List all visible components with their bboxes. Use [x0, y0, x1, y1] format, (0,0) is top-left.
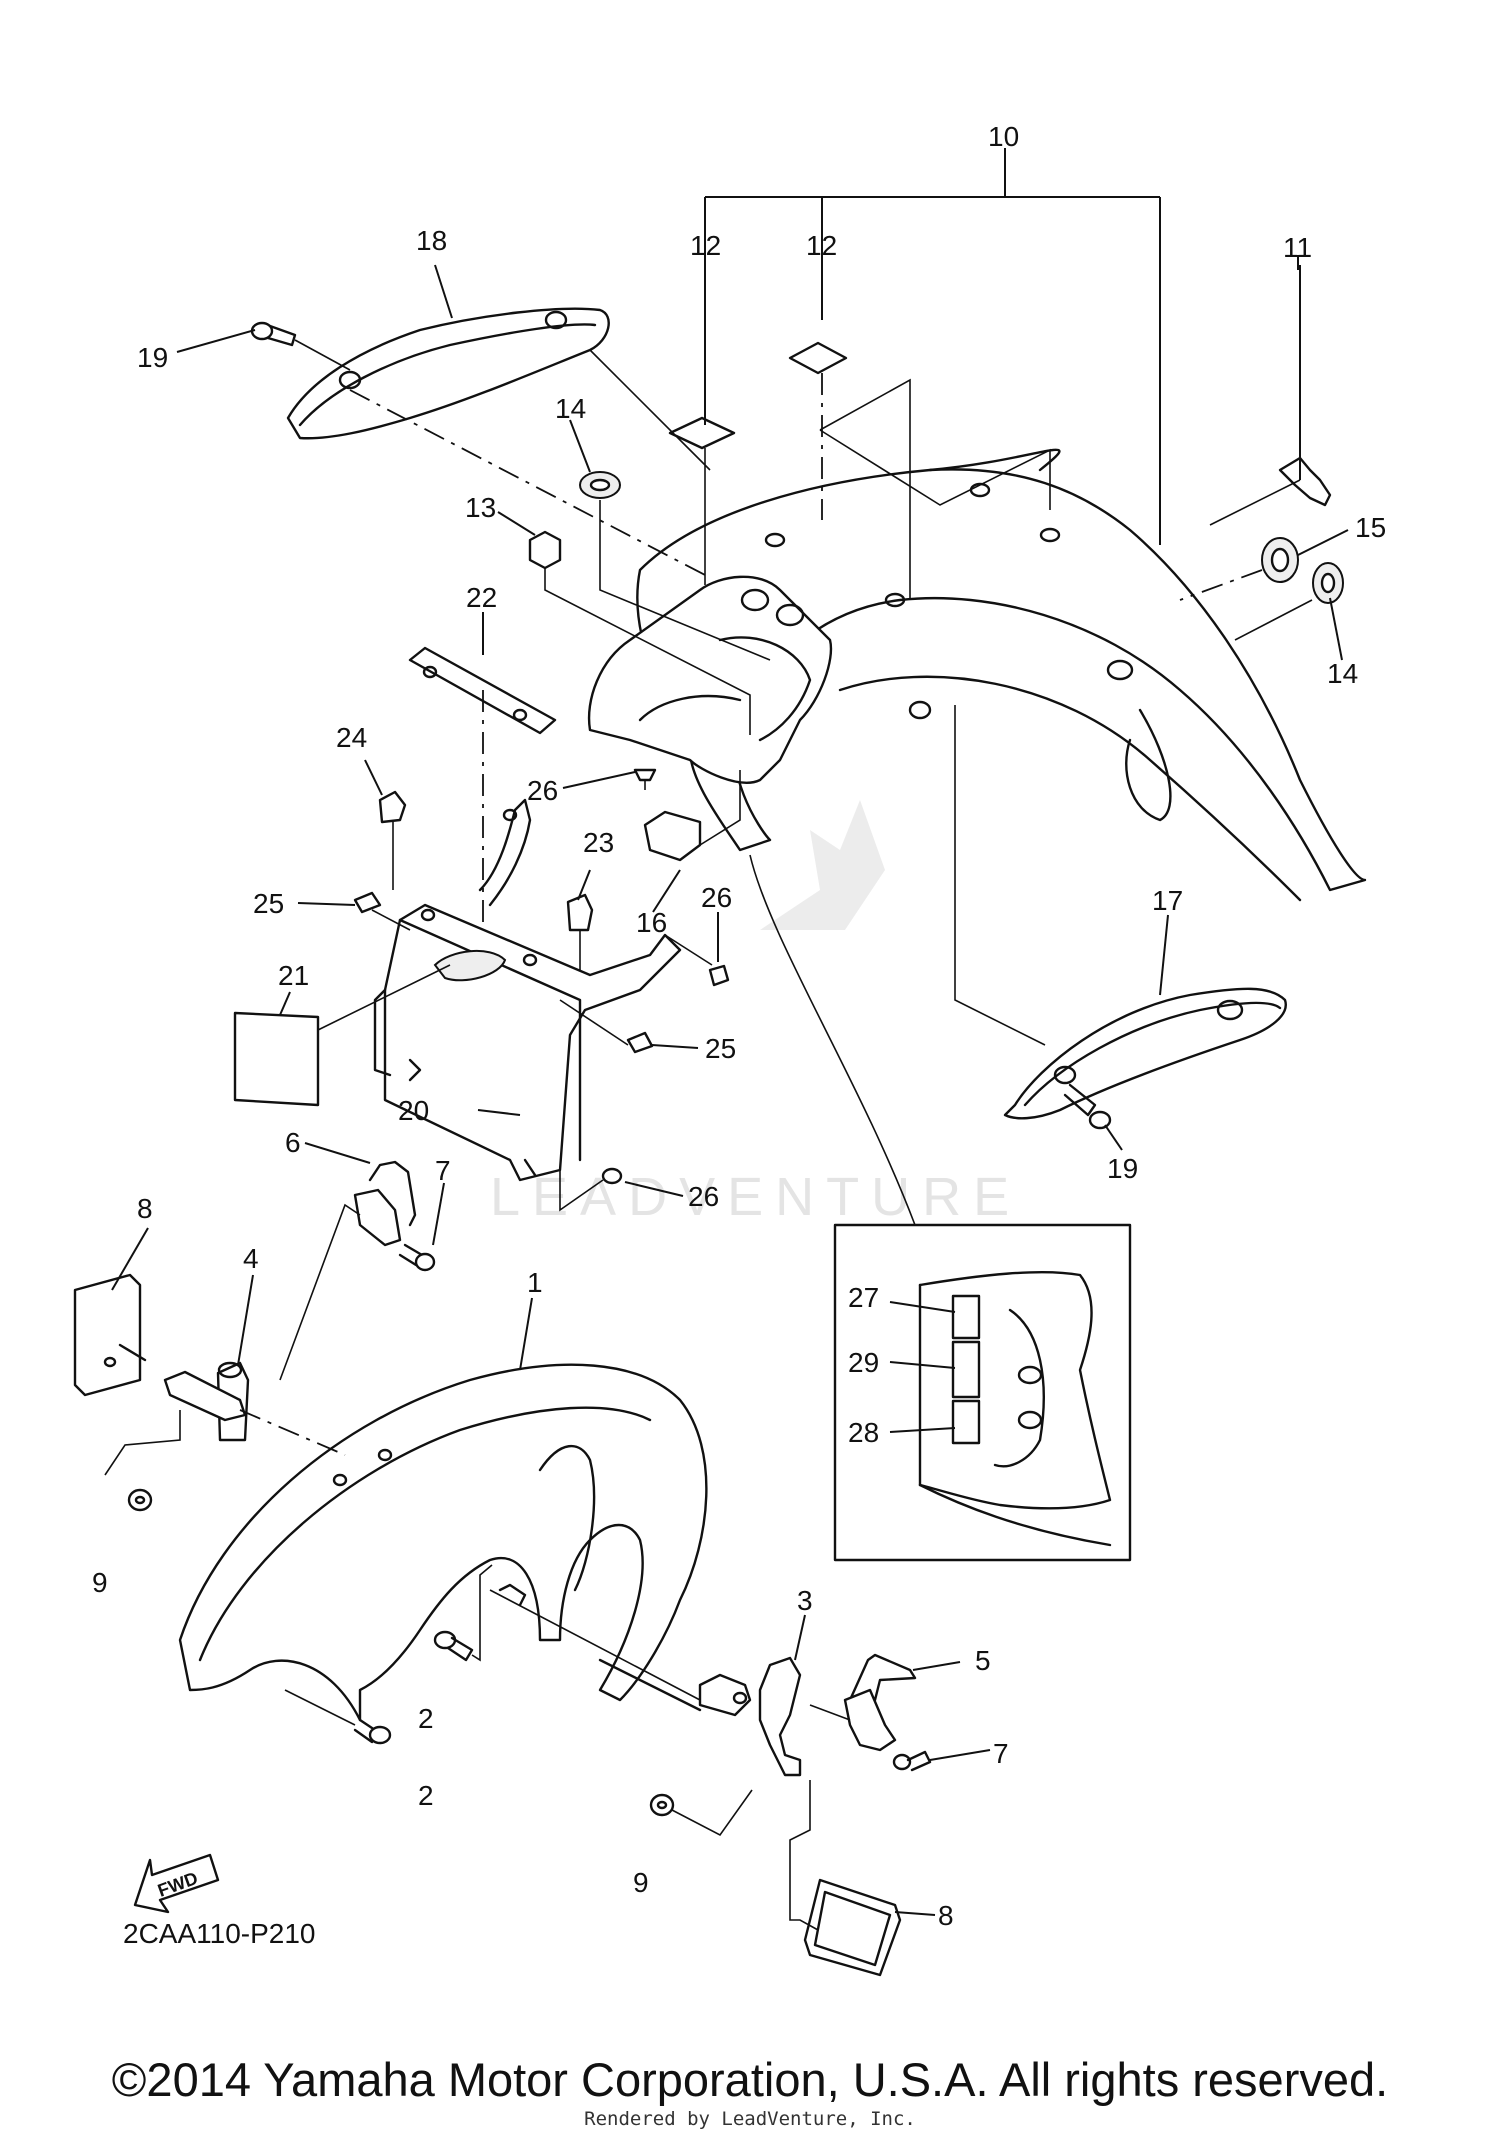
- watermark-text: LEADVENTURE: [490, 1167, 1021, 1227]
- bracket-3: [489, 1589, 802, 1777]
- fwd-arrow-icon: FWD: [133, 1853, 220, 1914]
- connector-13: [528, 530, 751, 735]
- wire-clip: [1209, 456, 1332, 526]
- copyright-notice: ©2014 Yamaha Motor Corporation, U.S.A. A…: [111, 2053, 1389, 2106]
- tab-23: [566, 893, 594, 990]
- callout-24: 24: [336, 722, 367, 753]
- license-bracket-20: [373, 798, 682, 1182]
- callout-23: 23: [583, 827, 614, 858]
- callout-4: 4: [243, 1243, 259, 1274]
- callout-6: 6: [285, 1127, 301, 1158]
- grommet-14-right: [1234, 562, 1344, 641]
- callout-17: 17: [1152, 885, 1183, 916]
- side-cover-18: [286, 307, 711, 576]
- callout-14-right: 14: [1327, 658, 1358, 689]
- decal-12: [668, 341, 1051, 600]
- screw-26-b: [664, 934, 730, 987]
- pad-16: [643, 770, 741, 862]
- callout-20: 20: [398, 1095, 429, 1126]
- detail-lead: [749, 854, 916, 1226]
- screw-26-a: [633, 768, 657, 790]
- nut-9-left: [127, 1488, 153, 1512]
- callout-26-c: 26: [688, 1181, 719, 1212]
- callout-11: 11: [1283, 232, 1312, 263]
- detail-box: [833, 1223, 1132, 1562]
- callout-13: 13: [465, 492, 496, 523]
- bolt-2-lower: [284, 1689, 392, 1745]
- callout-labels: 10 12 12 11 18 19 14 15 14 13 22 24 26 2…: [92, 121, 1386, 1949]
- rendered-by-notice: Rendered by LeadVenture, Inc.: [584, 2108, 916, 2130]
- callout-2-upper: 2: [418, 1703, 434, 1734]
- callout-group-10: [704, 148, 1301, 545]
- callout-7-lower: 7: [993, 1738, 1009, 1769]
- side-cover-17: [954, 705, 1287, 1120]
- reflector-8-lower: [789, 1780, 902, 1977]
- nut-9-right: [649, 1789, 753, 1837]
- callout-3: 3: [797, 1585, 813, 1616]
- callout-8-upper: 8: [137, 1193, 153, 1224]
- callout-29: 29: [848, 1347, 879, 1378]
- callout-16: 16: [636, 907, 667, 938]
- callout-18: 18: [416, 225, 447, 256]
- callout-1: 1: [527, 1267, 543, 1298]
- leader-lines: [111, 255, 1349, 1916]
- strip-22: [408, 646, 557, 940]
- bolt-19-upper: [250, 321, 351, 371]
- holder-4: [104, 1361, 346, 1476]
- grommet-15: [1179, 537, 1299, 601]
- callout-12-b: 12: [806, 230, 837, 261]
- bolt-7-upper: [398, 1243, 436, 1272]
- callout-19-upper: 19: [137, 342, 168, 373]
- callout-26-a: 26: [527, 775, 558, 806]
- callout-25-right: 25: [705, 1033, 736, 1064]
- callout-5: 5: [975, 1645, 991, 1676]
- callout-10: 10: [988, 121, 1019, 152]
- callout-26-b: 26: [701, 882, 732, 913]
- tab-24: [378, 790, 407, 890]
- callout-9-right: 9: [633, 1867, 649, 1898]
- bolt-7-lower: [892, 1750, 932, 1772]
- callout-22: 22: [466, 582, 497, 613]
- clip-5: [809, 1653, 917, 1752]
- callout-7-upper: 7: [435, 1155, 451, 1186]
- pad-25-left: [353, 891, 411, 931]
- reflector-8-upper: [73, 1273, 147, 1397]
- bolt-2-upper: [433, 1564, 493, 1662]
- callout-15: 15: [1355, 512, 1386, 543]
- callout-21: 21: [278, 960, 309, 991]
- grommet-14-left: [579, 471, 771, 661]
- plate-21: [233, 964, 451, 1107]
- watermark: LEADVENTURE: [490, 800, 1021, 1227]
- front-fender: [178, 1363, 708, 1722]
- clip-6: [279, 1160, 417, 1381]
- callout-28: 28: [848, 1417, 879, 1448]
- fender-mount-bracket: [587, 575, 833, 784]
- callout-14-left: 14: [555, 393, 586, 424]
- callout-19-lower: 19: [1107, 1153, 1138, 1184]
- callout-27: 27: [848, 1282, 879, 1313]
- callout-2-lower: 2: [418, 1780, 434, 1811]
- callout-9-left: 9: [92, 1567, 108, 1598]
- callout-12-a: 12: [690, 230, 721, 261]
- diagram-code: 2CAA110-P210: [123, 1918, 316, 1949]
- callout-8-lower: 8: [938, 1900, 954, 1931]
- callout-25-left: 25: [253, 888, 284, 919]
- bolt-19-lower: [1063, 1083, 1112, 1130]
